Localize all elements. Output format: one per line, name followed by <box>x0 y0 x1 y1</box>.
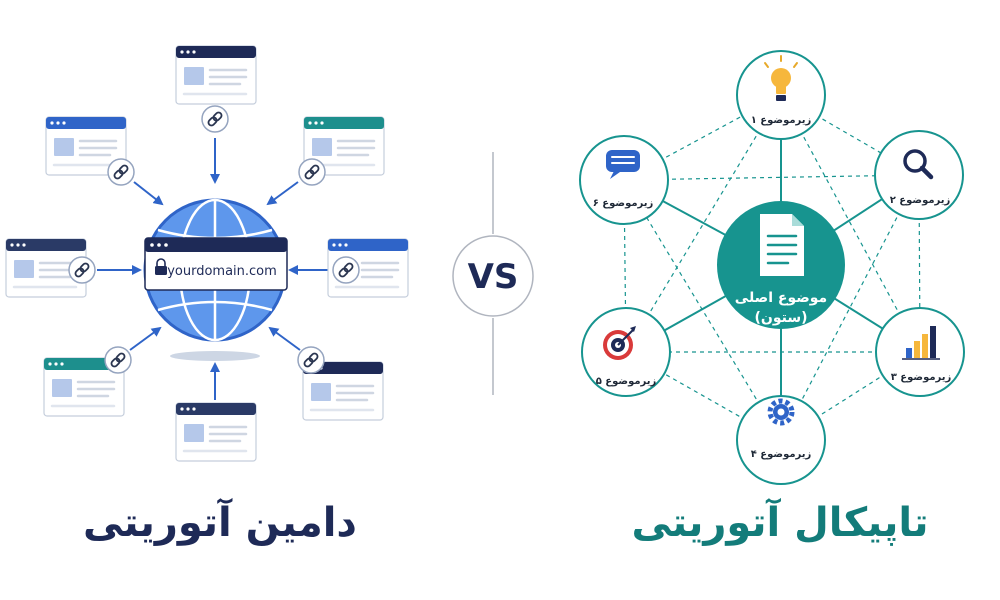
subtopic-node-5: زیرموضوع ۵ <box>581 307 671 397</box>
chain-link-icon <box>297 346 325 374</box>
pillar-title: موضوع اصلی <box>735 290 827 306</box>
pillar-subtitle: (ستون) <box>754 310 807 326</box>
subtopic-node-2: زیرموضوع ۲ <box>874 130 964 220</box>
vs-label: VS <box>468 257 519 297</box>
gear-icon <box>767 398 795 426</box>
link-arrow-lower-right <box>268 326 301 351</box>
subtopic-label: زیرموضوع ۱ <box>751 115 812 126</box>
domain-authority-diagram: yourdomain.com <box>4 44 410 463</box>
magnifier-icon <box>903 149 934 180</box>
chain-link-icon <box>68 256 96 284</box>
link-arrow-lower-left <box>129 326 162 351</box>
subtopic-label: زیرموضوع ۶ <box>593 198 654 209</box>
subtopic-label: زیرموضوع ۴ <box>751 449 812 460</box>
chat-bubble-icon <box>606 150 640 179</box>
web-page-card <box>174 401 258 463</box>
document-icon <box>760 214 804 276</box>
subtopic-node-3: زیرموضوع ۳ <box>875 307 965 397</box>
topical-authority-title: تاپیکال آتوریتی <box>631 500 929 546</box>
link-arrow-upper-left <box>133 181 164 206</box>
chain-link-icon <box>332 256 360 284</box>
web-page-card <box>174 44 258 106</box>
backlink-arrows <box>97 138 333 400</box>
subtopic-node-1: زیرموضوع ۱ <box>736 50 826 140</box>
lock-icon <box>155 258 167 275</box>
domain-url-text: yourdomain.com <box>167 264 277 279</box>
versus-divider: VS <box>452 152 534 395</box>
lightbulb-icon <box>764 55 798 101</box>
chain-link-icon <box>104 346 132 374</box>
bar-chart-icon <box>902 326 940 360</box>
chain-link-icon <box>201 105 229 133</box>
subtopic-node-4: زیرموضوع ۴ <box>736 395 826 485</box>
subtopic-label: زیرموضوع ۵ <box>596 376 657 387</box>
subtopic-label: زیرموضوع ۳ <box>891 372 952 383</box>
topical-authority-diagram: موضوع اصلی (ستون) زیرموضوع ۱ زیرموضو <box>579 50 965 485</box>
target-icon <box>603 326 636 360</box>
subtopic-node-6: زیرموضوع ۶ <box>579 135 669 225</box>
subtopic-label: زیرموضوع ۲ <box>890 195 951 206</box>
pillar-topic-node: موضوع اصلی (ستون) <box>717 201 845 329</box>
chain-link-icon <box>298 158 326 186</box>
link-arrow-upper-right <box>266 181 299 206</box>
domain-authority-title: دامین آتوریتی <box>83 500 357 546</box>
chain-link-icon <box>107 158 135 186</box>
domain-address-bar: yourdomain.com <box>144 237 288 291</box>
